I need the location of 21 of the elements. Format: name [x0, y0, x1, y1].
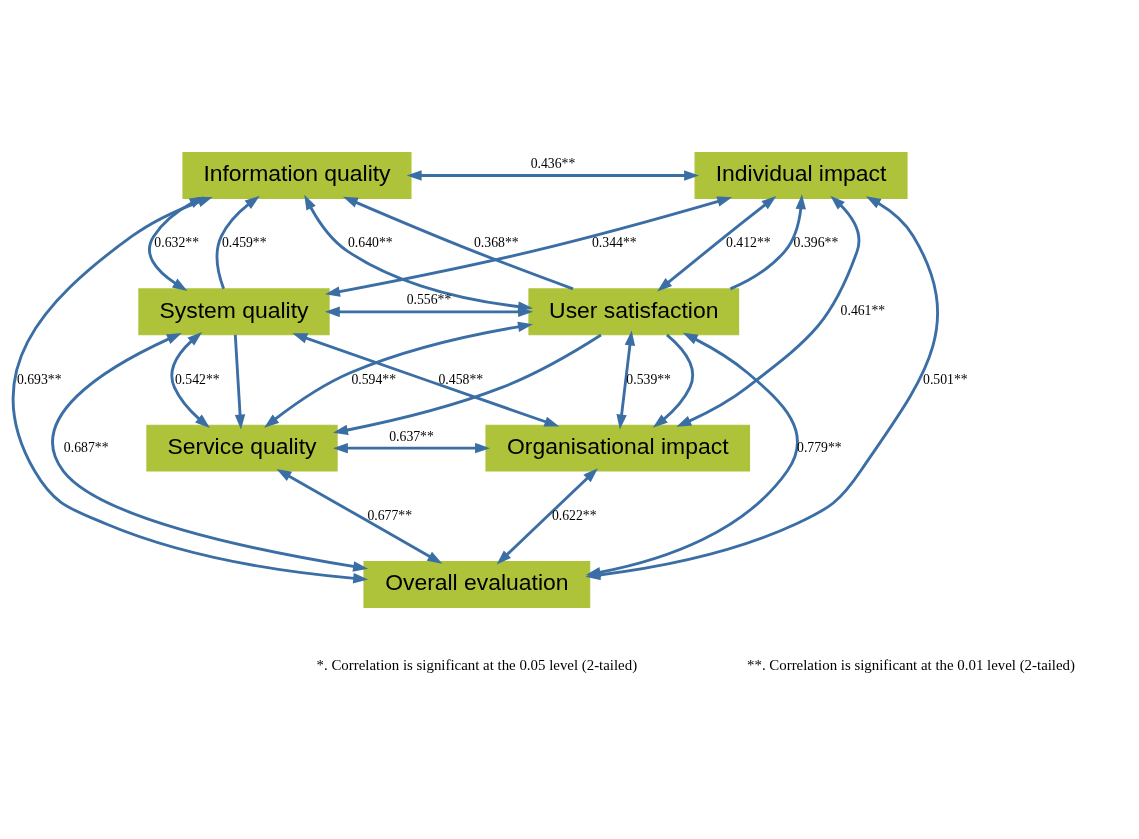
edge-label: 0.693**	[16, 371, 62, 387]
edge-label: 0.594**	[351, 371, 397, 387]
edge-label: 0.436**	[530, 156, 576, 172]
edge-label: 0.461**	[840, 303, 886, 319]
edge-label: 0.687**	[63, 439, 109, 455]
edge-label: 0.501**	[923, 371, 968, 387]
edge-label: 0.396**	[793, 235, 839, 251]
edge-label: 0.368**	[473, 235, 519, 251]
edge-label: 0.344**	[591, 235, 637, 251]
edge-label: 0.458**	[438, 371, 484, 387]
edge-label: 0.677**	[367, 507, 413, 523]
edge-label: 0.637**	[389, 428, 434, 444]
edge-label: 0.542**	[175, 371, 220, 387]
edge-label: 0.640**	[347, 235, 393, 251]
edge-label: 0.412**	[726, 235, 771, 251]
edge-label: 0.622**	[551, 507, 597, 523]
edge-label: 0.459**	[221, 235, 267, 251]
edge-label: 0.556**	[406, 292, 452, 308]
label: *. Correlation is significant at the 0.05 level (2-tailed)	[316, 656, 638, 673]
label: **. Correlation is significant at the 0.01 level (2-tailed)	[747, 656, 1075, 673]
edge-label: 0.632**	[154, 235, 200, 251]
